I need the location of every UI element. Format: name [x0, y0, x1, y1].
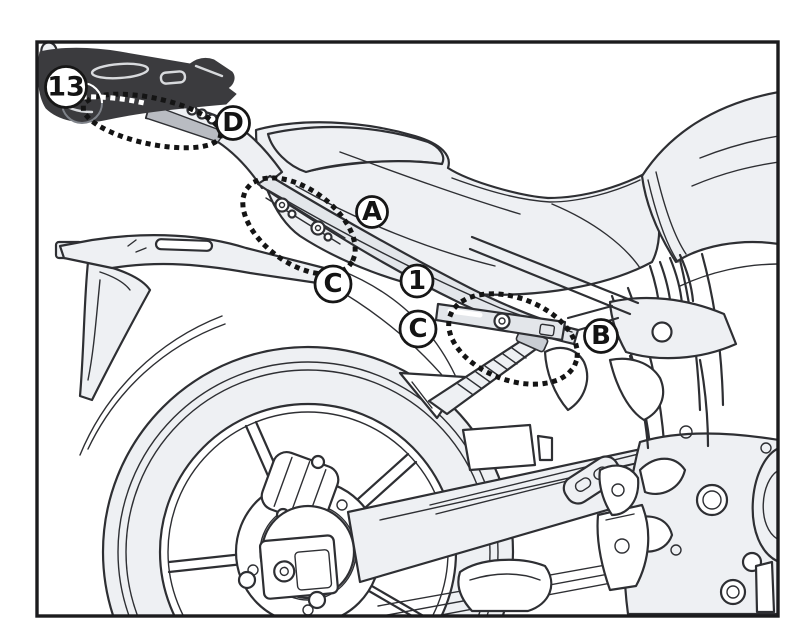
chain-adjuster — [258, 534, 339, 600]
fitting-ellipse-d-on-plate — [81, 94, 152, 108]
callout-part-1: 1 — [399, 263, 435, 299]
fitting-ellipse-c-upper — [240, 175, 358, 277]
callout-fitting-c-lower-label: C — [408, 314, 427, 344]
rider-seat-seam — [451, 177, 641, 203]
callout-fitting-d: D — [215, 105, 251, 141]
plate-slot-large — [90, 62, 150, 80]
plate-slot-small — [159, 70, 187, 85]
callout-fitting-a-label: A — [362, 197, 382, 227]
callout-fitting-c-lower: C — [398, 309, 438, 349]
callout-part-1-label: 1 — [408, 266, 426, 296]
exhaust-parts — [398, 371, 554, 613]
callouts: 13 D A C 1 C B — [44, 65, 619, 354]
callout-part-13-label: 13 — [47, 72, 85, 103]
callout-fitting-a: A — [355, 195, 389, 229]
brake-caliper — [260, 451, 340, 525]
motorcycle-illustration: 13 D A C 1 C B — [38, 43, 777, 615]
callout-fitting-b: B — [583, 318, 619, 354]
diagram-border — [35, 40, 780, 618]
fuel-tank — [640, 91, 777, 287]
frame-side-plate — [543, 252, 738, 450]
side-case-rail-1 — [256, 174, 580, 346]
subframe-rails — [468, 235, 640, 334]
frame-hole — [651, 321, 673, 343]
rear-fender — [54, 234, 456, 456]
rider-footpeg-bracket — [596, 503, 650, 592]
callout-fitting-c-upper-label: C — [323, 269, 342, 299]
muffler — [457, 558, 553, 613]
callout-fitting-b-label: B — [591, 321, 611, 351]
callout-fitting-c-upper: C — [313, 264, 353, 304]
fitting-ellipse-c-lower — [446, 291, 580, 387]
callout-fitting-d-label: D — [222, 108, 244, 138]
fender-stalk — [78, 260, 152, 402]
rail-bracket-bolts — [274, 197, 333, 242]
callout-part-13: 13 — [44, 65, 88, 109]
rail-end-bracket — [434, 302, 567, 342]
